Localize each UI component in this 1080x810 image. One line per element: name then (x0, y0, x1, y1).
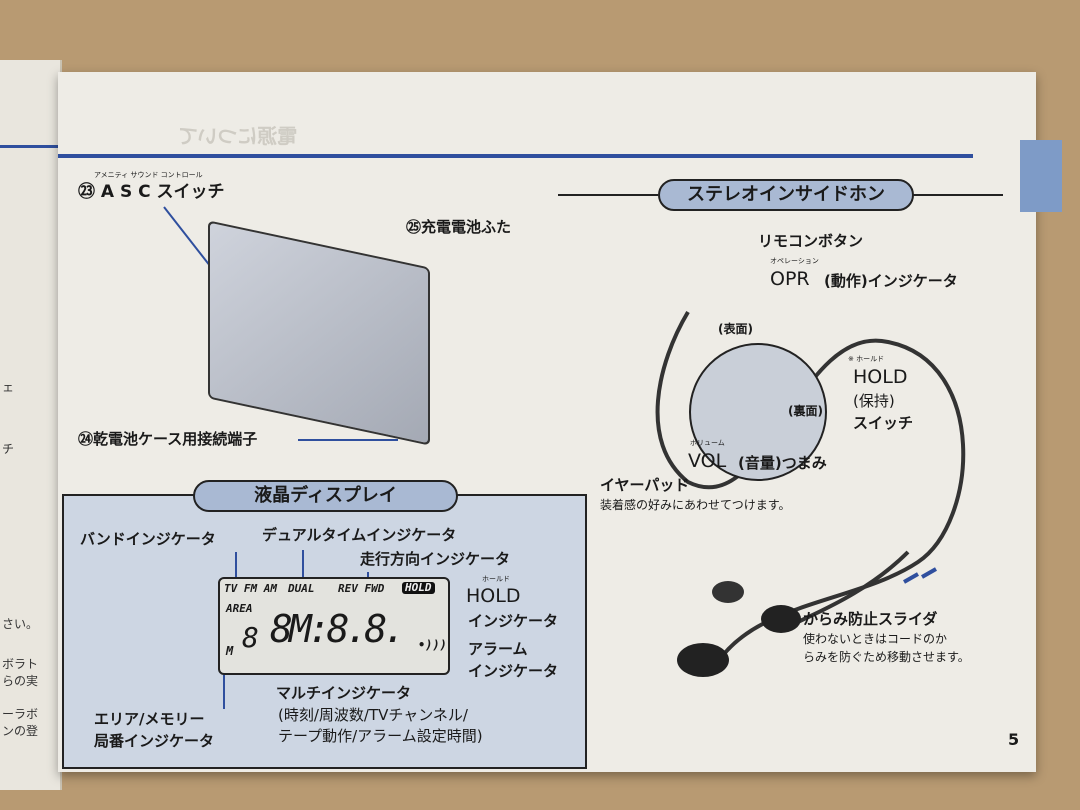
leader-line (223, 675, 225, 709)
multi-indicator-label: マルチインジケータ (276, 684, 412, 702)
alarm-indicator-label2: インジケータ (468, 662, 559, 680)
front-side-label: (表面) (718, 322, 753, 336)
lcd-display: TV FM AM DUAL REV FWD HOLD AREA M 8 8M:8… (218, 577, 450, 675)
hold-indicator-label2: インジケータ (468, 612, 559, 630)
leader-line (298, 439, 398, 441)
alarm-segment: •))) (418, 638, 447, 652)
area-memory-label2: 局番インジケータ (94, 732, 215, 750)
ear-pad-desc: 装着感の好みにあわせてつけます。 (600, 498, 791, 512)
earbud-left (677, 643, 729, 677)
cassette-player-illustration (208, 220, 430, 446)
left-fragment: ェ (2, 380, 15, 394)
direction-segment: REV FWD (338, 582, 385, 595)
slider-desc-2: らみを防ぐため移動させます。 (803, 650, 970, 664)
opr-indicator-label: (動作)インジケータ (824, 272, 958, 290)
left-fragment: さい。 (2, 617, 39, 631)
hold-segment: HOLD (402, 581, 435, 595)
memory-digit: 8 (242, 621, 259, 654)
vol-label: VOL (688, 450, 727, 472)
page-number: 5 (1008, 730, 1020, 749)
lcd-section-title: 液晶ディスプレイ (193, 480, 458, 512)
opr-label: OPR (770, 268, 810, 290)
earbud-right (761, 605, 801, 633)
terminal-label: ㉔乾電池ケース用接続端子 (78, 430, 258, 448)
alarm-indicator-label: アラーム (468, 640, 528, 658)
area-segment: AREA (226, 602, 253, 615)
ear-pad-label: イヤーパッド (600, 476, 690, 494)
hold-switch-ruby: ※ ホールド (848, 355, 885, 363)
left-fragment: ンの登 (2, 724, 39, 738)
earphone-section-title: ステレオインサイドホン (658, 179, 914, 211)
asc-ruby: アメニティ サウンド コントロール (94, 171, 203, 179)
back-side-label: (裏面) (788, 404, 823, 418)
left-fragment: チ (2, 442, 15, 456)
dual-indicator-label: デュアルタイムインジケータ (262, 526, 457, 544)
header-rule (58, 154, 973, 158)
hold-switch-label2: (保持) (853, 392, 895, 410)
band-indicator-label: バンドインジケータ (80, 530, 216, 548)
remote-button-label: リモコンボタン (758, 232, 864, 250)
section-tab (1020, 140, 1062, 212)
earphone-illustration (655, 310, 966, 677)
band-segment: TV FM AM (224, 582, 277, 595)
direction-indicator-label: 走行方向インジケータ (360, 550, 511, 568)
left-page: ェ チ さい。 ボラト らの実 ーラボ ンの登 (0, 60, 62, 790)
left-fragment: ーラボ (2, 707, 39, 721)
memory-segment: M (226, 644, 234, 658)
multi-digits: 8M:8.8. (270, 607, 406, 651)
dual-segment: DUAL (288, 582, 315, 595)
left-page-rule (0, 145, 62, 148)
vol-ruby: ボリューム (690, 439, 725, 447)
title-rule (913, 194, 1003, 196)
hold-switch-label3: スイッチ (853, 414, 914, 432)
hold-indicator-label: HOLD (466, 585, 521, 607)
multi-desc-2: テープ動作/アラーム設定時間) (278, 727, 483, 745)
slider-desc-1: 使わないときはコードのか (803, 632, 948, 646)
manual-page: 電源について アメニティ サウンド コントロール ㉓ A S C スイッチ ㉕充… (58, 72, 1062, 772)
slider-label: からみ防止スライダ (803, 610, 938, 628)
left-fragment: らの実 (2, 674, 39, 688)
hold-ruby: ホールド (482, 575, 510, 583)
leader-line (235, 552, 237, 582)
multi-desc-1: (時刻/周波数/TVチャンネル/ (278, 706, 468, 724)
battery-cover-label: ㉕充電電池ふた (406, 218, 512, 236)
zoom-circle (689, 343, 827, 481)
asc-switch-label: A S C スイッチ (100, 182, 225, 202)
opr-ruby: オペレーション (770, 257, 819, 265)
left-fragment: ボラト (2, 657, 39, 671)
ear-pad (712, 581, 744, 603)
vol-knob-label: (音量)つまみ (738, 454, 827, 472)
number-23: ㉓ (78, 182, 95, 202)
hold-switch-label: HOLD (853, 366, 908, 388)
area-memory-label: エリア/メモリー (94, 710, 205, 728)
leader-line (302, 550, 304, 580)
bleedthrough-header: 電源について (178, 124, 298, 148)
title-rule (558, 194, 658, 196)
